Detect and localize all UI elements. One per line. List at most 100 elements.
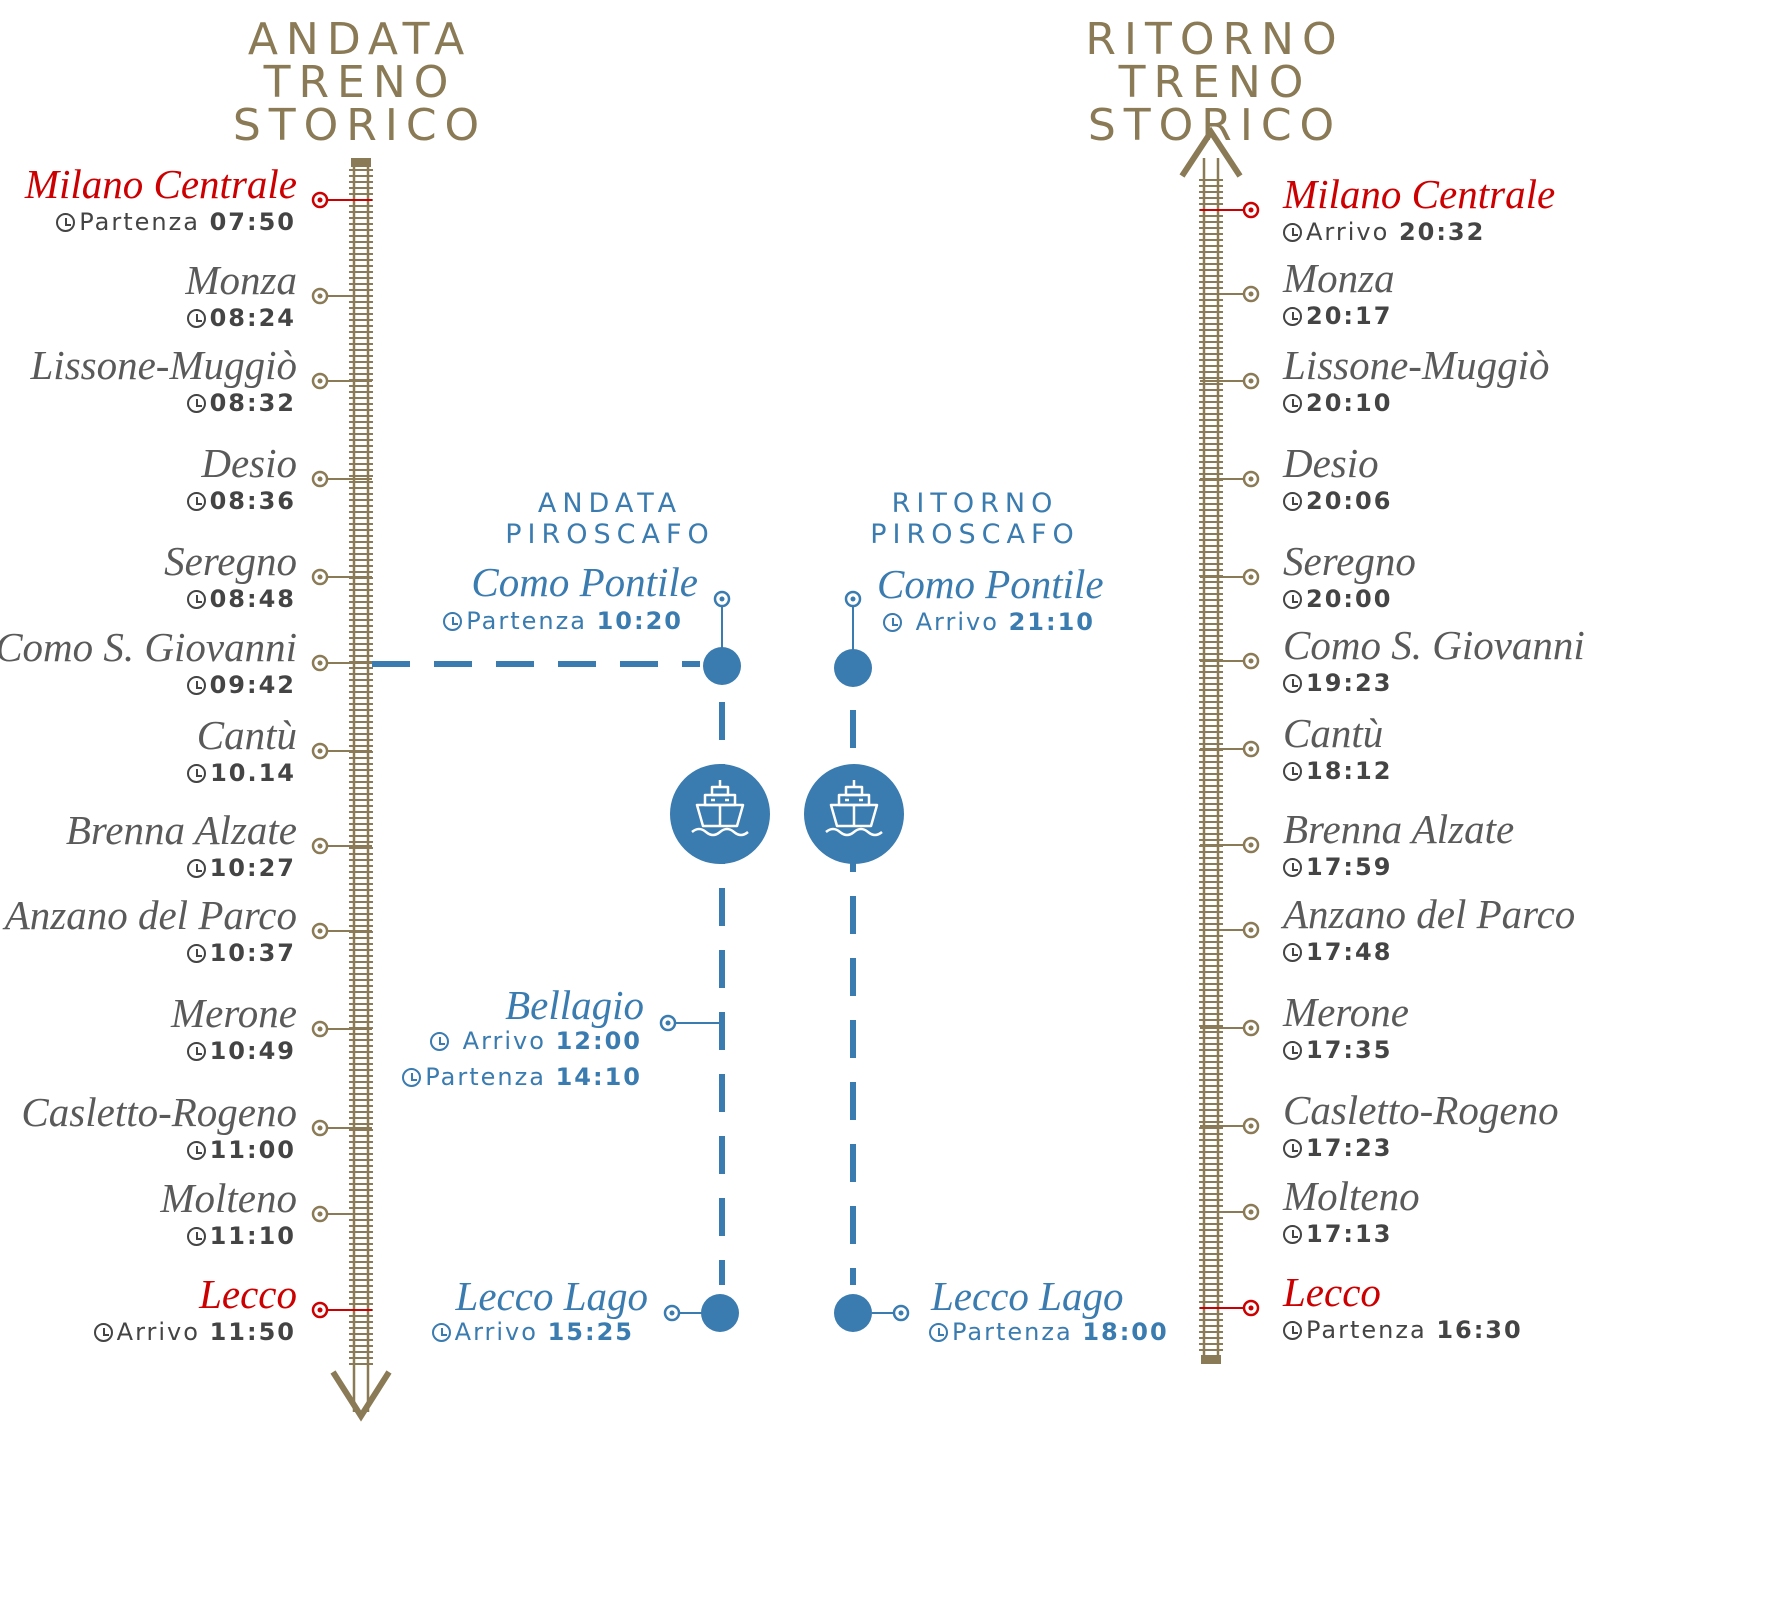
station-name: Cantù [196,712,297,758]
andata-train-header-line1: ANDATA [247,14,473,65]
andata-lecco-lago-label: Arrivo [454,1318,538,1346]
station-name: Lecco [1283,1269,1381,1315]
station-time-value: 20:06 [1306,487,1393,515]
clock-icon [443,612,463,631]
station-time: 20:06 [1283,487,1392,515]
station-time: Partenza 16:30 [1283,1316,1523,1344]
ritorno-lecco-lago-time-value: 18:00 [1082,1318,1169,1346]
clock-icon [1283,1225,1302,1244]
station-marker [1200,1117,1260,1135]
station-time-value: 17:23 [1306,1134,1393,1162]
andata-boat-header: ANDATA PIROSCAFO [495,488,725,550]
station-time-value: 20:17 [1306,302,1393,330]
clock-icon [186,1042,206,1061]
station-time: 08:36 [186,487,296,515]
station-time-value: 08:48 [209,585,296,613]
ritorno-train-header-line1: RITORNO [1085,14,1345,65]
andata-lecco-lago-time-value: 15:25 [547,1318,634,1346]
station-name: Brenna Alzate [1283,806,1515,852]
andata-boat-header-line1: ANDATA [537,488,683,519]
ritorno-lecco-lago-label: Partenza [952,1318,1073,1346]
station-time-value: 10:27 [209,854,296,882]
clock-icon [186,676,206,695]
station-marker [1200,1019,1260,1037]
station-time: Arrivo 20:32 [1283,218,1485,246]
andata-como-pontile-name: Como Pontile [471,559,698,605]
station-name: Brenna Alzate [65,807,297,853]
station-name: Milano Centrale [24,161,297,207]
clock-icon [929,1323,948,1342]
station-name: Molteno [160,1175,297,1221]
clock-icon [883,613,902,632]
ritorno-como-pontile-name: Como Pontile [877,561,1104,607]
station-time-value: 08:32 [209,389,296,417]
clock-icon [186,590,206,609]
station-time: 09:42 [186,671,296,699]
station-name: Cantù [1283,710,1384,756]
clock-icon [187,764,207,783]
station-time-value: 07:50 [209,208,296,236]
station-time-value: 18:12 [1306,757,1393,785]
andata-train-header-line2: TRENO STORICO [232,57,488,151]
clock-icon [1283,1041,1302,1060]
station-name: Lissone-Muggiò [1283,342,1550,388]
andata-bellagio-arrival: Arrivo 12:00 [430,1027,642,1055]
station-time: 11:10 [186,1222,296,1250]
station-time: Partenza 07:50 [56,208,296,236]
station-name: Anzano del Parco [1283,891,1576,937]
station-time: 20:10 [1283,389,1392,417]
station-time-label: Arrivo [1306,218,1390,246]
station-marker [1200,201,1260,219]
station-name: Monza [185,257,297,303]
clock-icon [1283,307,1302,326]
lecco-lago-node [834,1294,872,1332]
clock-icon [402,1068,422,1087]
station-marker [311,1301,372,1319]
clock-icon [186,859,206,878]
station-name: Lissone-Muggiò [30,342,298,388]
clock-icon [1283,943,1302,962]
station-marker [311,1020,372,1038]
station-time-value: 09:42 [209,671,296,699]
station-time-value: 20:00 [1306,585,1393,613]
andata-bellagio-arr-time: 12:00 [555,1027,642,1055]
clock-icon [1283,223,1302,242]
station-marker [311,287,372,305]
ship-icon [804,764,904,864]
clock-icon [1283,1321,1302,1340]
station-time: 17:13 [1283,1220,1392,1248]
station-marker [1200,1203,1260,1221]
station-name: Monza [1283,255,1395,301]
clock-icon [93,1323,113,1342]
station-time-value: 10:37 [209,939,296,967]
andata-bellagio-arr-label: Arrivo [462,1027,546,1055]
ritorno-boat-header-line1: RITORNO [891,488,1059,519]
station-name: Casletto-Rogeno [21,1089,297,1135]
station-marker [311,654,372,672]
station-time: 19:23 [1283,669,1392,697]
station-marker [1200,568,1260,586]
station-marker [1200,372,1260,390]
station-time: 08:32 [186,389,296,417]
station-name: Milano Centrale [1283,171,1556,217]
andata-train-header: ANDATA TRENO STORICO [160,14,560,151]
station-time: 10:49 [186,1037,296,1065]
station-marker [311,837,372,855]
station-time: 17:23 [1283,1134,1392,1162]
station-name: Anzano del Parco [4,892,297,938]
como-pontile-node [834,649,872,687]
clock-icon [186,944,206,963]
como-pontile-node [703,647,741,685]
station-time: 18:12 [1283,757,1392,785]
station-time-value: 17:35 [1306,1036,1393,1064]
station-marker [311,372,372,390]
ritorno-boat-route [804,590,910,1332]
clock-icon [186,492,206,511]
ritorno-como-pontile-time-value: 21:10 [1008,608,1095,636]
ritorno-boat-header-line2: PIROSCAFO [870,519,1080,550]
station-time-value: 17:59 [1306,853,1393,881]
station-marker [311,1119,372,1137]
clock-icon [1283,674,1302,693]
station-time: 10:27 [186,854,296,882]
station-name: Desio [1283,440,1379,486]
